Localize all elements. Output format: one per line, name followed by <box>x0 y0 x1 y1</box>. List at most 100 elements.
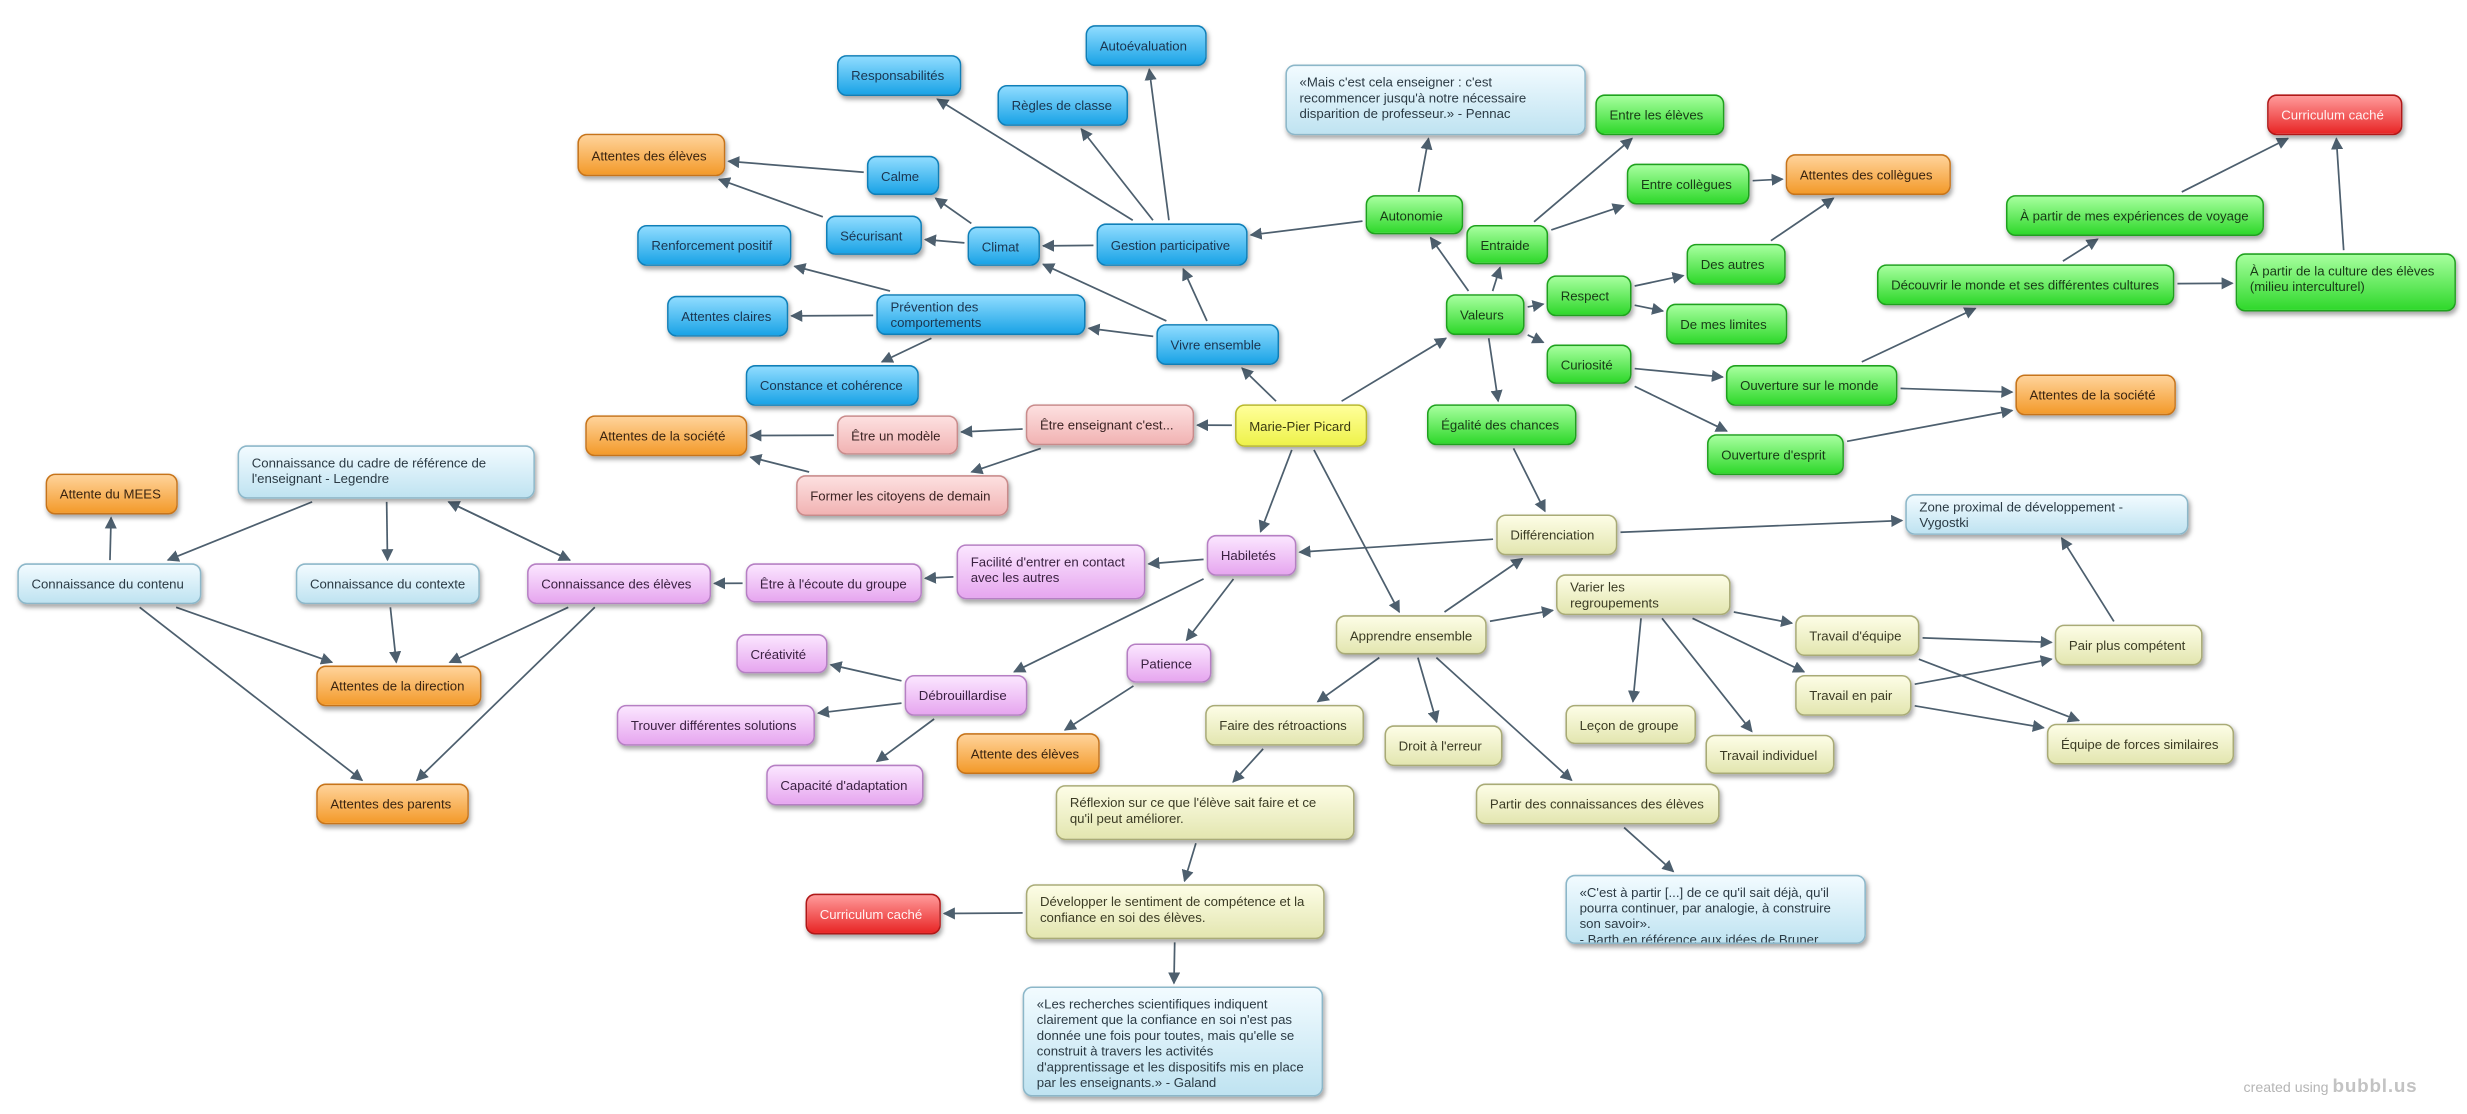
node-facilite[interactable]: Facilité d'entrer en contact avec les au… <box>957 544 1146 599</box>
node-responsabilites[interactable]: Responsabilités <box>837 55 961 96</box>
credit-watermark: created using bubbl.us <box>2244 1075 2418 1097</box>
node-att-eleves1[interactable]: Attentes des élèves <box>577 134 725 176</box>
node-ecoute[interactable]: Être à l'écoute du groupe <box>746 563 922 602</box>
connector-travail-pair-to-pair-competent <box>1915 659 2052 684</box>
node-calme[interactable]: Calme <box>867 156 939 195</box>
connector-culture-to-curriculum1 <box>2336 138 2343 250</box>
node-culture[interactable]: À partir de la culture des élèves (milie… <box>2236 253 2456 311</box>
node-varier[interactable]: Varier les regroupements <box>1556 574 1731 615</box>
connector-conn-contenu-to-att-mees <box>110 518 111 560</box>
node-etre-ens[interactable]: Être enseignant c'est... <box>1026 404 1194 445</box>
node-modele[interactable]: Être un modèle <box>837 415 958 454</box>
connector-autonomie-to-gestion <box>1251 221 1363 235</box>
connector-curiosite-to-ouverture-monde <box>1635 369 1723 377</box>
node-gestion[interactable]: Gestion participative <box>1097 223 1248 265</box>
node-att-collegues[interactable]: Attentes des collègues <box>1786 154 1951 195</box>
connector-entraide-to-entre-collegues <box>1551 206 1623 230</box>
node-constance[interactable]: Constance et cohérence <box>746 365 919 406</box>
connector-valeurs-to-respect <box>1528 304 1544 307</box>
node-zone[interactable]: Zone proximal de développement - Vygostk… <box>1905 494 2188 535</box>
node-developper[interactable]: Développer le sentiment de compétence et… <box>1026 884 1325 939</box>
node-pennac[interactable]: «Mais c'est cela enseigner : c'est recom… <box>1285 65 1586 136</box>
node-curriculum2[interactable]: Curriculum caché <box>806 894 941 935</box>
connector-center-to-valeurs <box>1342 338 1446 401</box>
node-pair-competent[interactable]: Pair plus compétent <box>2055 625 2203 666</box>
connector-voyage-to-curriculum1 <box>2182 138 2288 191</box>
connector-debrouillardise-to-creativite <box>831 665 902 681</box>
node-climat[interactable]: Climat <box>968 227 1040 266</box>
node-vivre[interactable]: Vivre ensemble <box>1156 324 1279 365</box>
node-att-societe2[interactable]: Attentes de la société <box>2015 374 2175 415</box>
node-conn-contexte[interactable]: Connaissance du contexte <box>296 563 480 604</box>
node-decouvrir[interactable]: Découvrir le monde et ses différentes cu… <box>1877 264 2174 305</box>
node-solutions[interactable]: Trouver différentes solutions <box>617 705 815 746</box>
node-autonomie[interactable]: Autonomie <box>1366 195 1464 234</box>
node-conn-cadre[interactable]: Connaissance du cadre de référence de l'… <box>238 445 535 498</box>
connector-decouvrir-to-voyage <box>2063 239 2098 261</box>
node-adaptation[interactable]: Capacité d'adaptation <box>766 765 923 806</box>
node-retroactions[interactable]: Faire des rétroactions <box>1205 705 1364 746</box>
node-ouverture-esprit[interactable]: Ouverture d'esprit <box>1707 434 1844 475</box>
node-curriculum1[interactable]: Curriculum caché <box>2267 94 2402 135</box>
connector-conn-eleves-to-att-direction <box>450 607 569 662</box>
node-galand[interactable]: «Les recherches scientifiques indiquent … <box>1023 986 1324 1096</box>
connector-partir-conn-to-barth <box>1624 828 1673 872</box>
connector-developper-to-galand <box>1174 942 1175 983</box>
connector-valeurs-to-autonomie <box>1431 238 1469 291</box>
node-respect[interactable]: Respect <box>1547 275 1632 316</box>
connector-valeurs-to-egalite <box>1489 338 1498 401</box>
connector-prevention-to-constance <box>882 338 932 362</box>
connector-valeurs-to-curiosite <box>1528 335 1544 343</box>
connector-varier-to-travail-equipe <box>1734 612 1792 623</box>
node-renforcement[interactable]: Renforcement positif <box>637 225 791 266</box>
node-ouverture-monde[interactable]: Ouverture sur le monde <box>1726 365 1897 406</box>
node-autoevaluation[interactable]: Autoévaluation <box>1086 25 1207 66</box>
node-travail-pair[interactable]: Travail en pair <box>1795 675 1911 716</box>
node-des-autres[interactable]: Des autres <box>1687 244 1786 285</box>
connector-center-to-vivre <box>1242 368 1276 401</box>
node-citoyens[interactable]: Former les citoyens de demain <box>796 475 1008 516</box>
connector-entre-collegues-to-att-collegues <box>1753 179 1783 181</box>
node-lecon[interactable]: Leçon de groupe <box>1565 705 1696 744</box>
node-entraide[interactable]: Entraide <box>1466 225 1548 264</box>
node-att-societe1[interactable]: Attentes de la société <box>585 415 747 456</box>
node-debrouillardise[interactable]: Débrouillardise <box>905 675 1028 716</box>
connector-vivre-to-gestion <box>1183 269 1207 321</box>
node-att-mees[interactable]: Attente du MEES <box>46 474 178 515</box>
node-valeurs[interactable]: Valeurs <box>1446 294 1525 335</box>
node-regles[interactable]: Règles de classe <box>997 85 1128 126</box>
node-center[interactable]: Marie-Pier Picard <box>1235 404 1367 446</box>
node-individuel[interactable]: Travail individuel <box>1705 735 1834 774</box>
node-differenciation[interactable]: Différenciation <box>1496 514 1617 555</box>
node-conn-eleves[interactable]: Connaissance des élèves <box>527 563 711 604</box>
node-partir-conn[interactable]: Partir des connaissances des élèves <box>1476 784 1720 825</box>
connector-developper-to-curriculum2 <box>944 913 1023 914</box>
node-curiosite[interactable]: Curiosité <box>1547 345 1632 384</box>
node-att-parents[interactable]: Attentes des parents <box>316 784 469 825</box>
node-prevention[interactable]: Prévention des comportements <box>876 294 1085 335</box>
connector-vivre-to-prevention <box>1089 328 1154 336</box>
node-securisant[interactable]: Sécurisant <box>826 216 922 255</box>
node-egalite[interactable]: Égalité des chances <box>1427 404 1576 445</box>
connector-autonomie-to-pennac <box>1419 138 1429 191</box>
node-patience[interactable]: Patience <box>1126 643 1211 682</box>
node-entre-eleves[interactable]: Entre les élèves <box>1595 94 1724 135</box>
connector-climat-to-calme <box>936 198 972 223</box>
node-equipe-forces[interactable]: Équipe de forces similaires <box>2047 724 2234 765</box>
node-droit-erreur[interactable]: Droit à l'erreur <box>1385 725 1503 766</box>
node-barth[interactable]: «C'est à partir [...] de ce qu'il sait d… <box>1565 875 1866 944</box>
node-att-eleves2[interactable]: Attente des élèves <box>957 733 1100 774</box>
node-creativite[interactable]: Créativité <box>736 634 827 673</box>
node-conn-contenu[interactable]: Connaissance du contenu <box>17 563 201 604</box>
node-mes-limites[interactable]: De mes limites <box>1666 304 1787 345</box>
node-attentes-claires[interactable]: Attentes claires <box>667 296 788 337</box>
node-voyage[interactable]: À partir de mes expériences de voyage <box>2006 195 2264 236</box>
node-reflexion[interactable]: Réflexion sur ce que l'élève sait faire … <box>1056 785 1355 840</box>
node-entre-collegues[interactable]: Entre collègues <box>1627 164 1750 205</box>
node-travail-equipe[interactable]: Travail d'équipe <box>1795 615 1919 656</box>
node-apprendre[interactable]: Apprendre ensemble <box>1336 615 1487 654</box>
node-att-direction[interactable]: Attentes de la direction <box>316 666 481 707</box>
connector-gestion-to-autoevaluation <box>1149 69 1169 220</box>
node-habiletes[interactable]: Habiletés <box>1207 535 1297 576</box>
